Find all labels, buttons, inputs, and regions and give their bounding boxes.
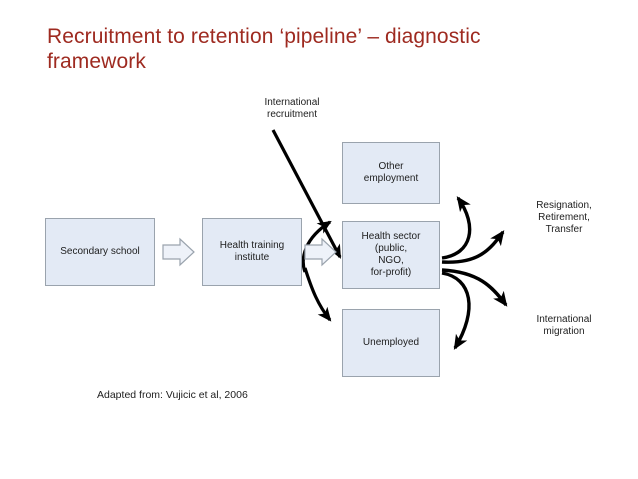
source-caption: Adapted from: Vujicic et al, 2006 (97, 389, 248, 401)
node-health-sector[interactable]: Health sector (public, NGO, for-profit) (342, 221, 440, 289)
node-unemployed-label: Unemployed (362, 337, 420, 348)
flow-health-sector-to-unemployed (441, 271, 471, 350)
block-arrow-school-to-training (162, 237, 195, 267)
node-secondary-school-label: Secondary school (60, 246, 140, 257)
label-international-recruitment: International recruitment (264, 97, 320, 120)
node-secondary-school[interactable]: Secondary school (45, 218, 155, 286)
node-other-employment[interactable]: Other employment (342, 142, 440, 204)
block-arrow-training-to-sector (304, 237, 337, 267)
node-health-training-institute[interactable]: Health training institute (202, 218, 302, 286)
flow-health-sector-to-other-employment (441, 196, 472, 260)
flow-international-recruitment-to-health-sector (271, 129, 342, 259)
label-resignation-retirement-transfer: Resignation, Retirement, Transfer (536, 200, 592, 235)
node-other-employment-label: Other employment (363, 161, 419, 184)
flow-training-to-unemployed (303, 267, 332, 322)
flow-health-sector-to-resignation (441, 230, 505, 264)
flow-health-sector-to-international-migration (441, 268, 508, 307)
node-health-sector-label: Health sector (public, NGO, for-profit) (361, 231, 421, 278)
label-international-migration: International migration (536, 314, 592, 337)
node-unemployed[interactable]: Unemployed (342, 309, 440, 377)
node-health-training-institute-label: Health training institute (219, 240, 285, 263)
page-title: Recruitment to retention ‘pipeline’ – di… (47, 25, 481, 73)
